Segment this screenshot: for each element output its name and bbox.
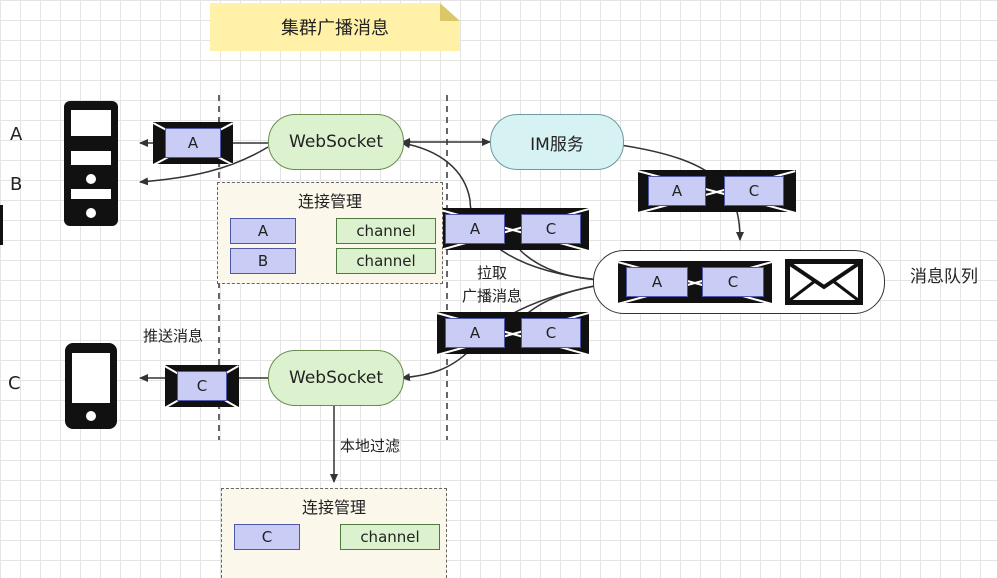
message-envelope-pull-top: A C bbox=[437, 208, 589, 250]
message-key-a: A bbox=[445, 214, 505, 244]
pull-label-line1: 拉取 bbox=[477, 264, 508, 282]
connection-channel: channel bbox=[336, 218, 436, 244]
message-key-c: C bbox=[702, 267, 764, 297]
message-envelope-im-out: A C bbox=[638, 170, 796, 212]
client-c-label: C bbox=[8, 373, 21, 394]
message-key-a: A bbox=[626, 267, 688, 297]
message-key-c: C bbox=[521, 318, 581, 348]
client-b-label: B bbox=[10, 174, 23, 195]
connection-management-top: 连接管理 A channel B channel bbox=[217, 182, 443, 284]
connection-key: A bbox=[230, 218, 296, 244]
arrow-ws-to-b bbox=[139, 146, 269, 186]
connection-key: B bbox=[230, 248, 296, 274]
websocket-node-top: WebSocket bbox=[268, 114, 404, 170]
message-envelope-pull-bottom: A C bbox=[437, 312, 589, 354]
client-a-label: A bbox=[10, 124, 23, 145]
phone-icon bbox=[65, 343, 117, 429]
edge-mark bbox=[0, 205, 3, 245]
websocket-node-bottom: WebSocket bbox=[268, 350, 404, 406]
connection-channel: channel bbox=[336, 248, 436, 274]
line-pull-mid bbox=[519, 249, 601, 281]
connection-channel: channel bbox=[340, 524, 440, 550]
message-envelope-bottom-left: C bbox=[165, 365, 239, 407]
connection-management-title: 连接管理 bbox=[297, 192, 362, 211]
envelope-icon bbox=[785, 259, 863, 305]
title-note: 集群广播消息 bbox=[210, 3, 460, 51]
message-key-c: C bbox=[724, 176, 784, 206]
message-key-a: A bbox=[648, 176, 706, 206]
line-queue-ws-top bbox=[401, 140, 601, 281]
connection-key: C bbox=[234, 524, 300, 550]
queue-label: 消息队列 bbox=[910, 267, 978, 287]
message-key-c: C bbox=[521, 214, 581, 244]
message-key: C bbox=[177, 371, 227, 401]
message-key: A bbox=[165, 128, 221, 158]
connection-management-title: 连接管理 bbox=[301, 498, 366, 517]
message-envelope-in-queue: A C bbox=[618, 261, 772, 303]
push-label: 推送消息 bbox=[143, 327, 204, 345]
message-key-a: A bbox=[445, 318, 505, 348]
pull-label-line2: 广播消息 bbox=[462, 287, 523, 305]
connection-management-bottom: 连接管理 C channel bbox=[221, 488, 447, 578]
local-filter-label: 本地过滤 bbox=[340, 437, 401, 455]
message-envelope-top-left: A bbox=[153, 122, 233, 164]
im-service-node: IM服务 bbox=[490, 114, 624, 170]
diagram-title: 集群广播消息 bbox=[281, 18, 389, 39]
server-icon bbox=[64, 101, 118, 226]
